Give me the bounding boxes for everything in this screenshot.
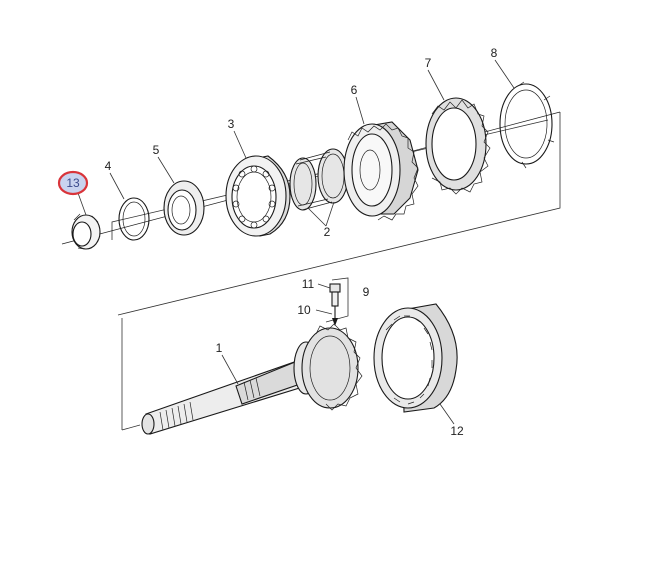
callout-2[interactable]: 2 — [324, 225, 331, 239]
part-2-needle-bearings[interactable] — [289, 148, 349, 211]
callout-9[interactable]: 9 — [363, 285, 370, 299]
leader-2 — [307, 201, 335, 227]
part-4-thin-ring[interactable] — [118, 197, 150, 241]
part-11-bolt[interactable] — [329, 283, 341, 307]
leader-4 — [109, 172, 125, 200]
part-10-pin[interactable] — [332, 306, 338, 326]
leader-3 — [233, 130, 247, 159]
part-13-ring-nut[interactable] — [71, 213, 101, 250]
part-5-seal[interactable] — [163, 180, 205, 236]
callout-13-highlight — [57, 170, 89, 196]
callout-12[interactable]: 12 — [450, 424, 464, 438]
leader-7 — [427, 69, 445, 101]
part-3-bearing[interactable] — [225, 155, 291, 237]
leader-8 — [494, 59, 515, 89]
callout-13[interactable]: 13 — [66, 176, 80, 190]
part-12-sleeve[interactable] — [373, 303, 458, 413]
callout-11[interactable]: 11 — [302, 277, 315, 291]
part-8-flat-ring[interactable] — [499, 81, 555, 169]
callout-4[interactable]: 4 — [105, 159, 112, 173]
part-6-gear[interactable] — [343, 121, 419, 221]
callout-5[interactable]: 5 — [153, 143, 160, 157]
leader-5 — [157, 156, 175, 184]
callout-8[interactable]: 8 — [491, 46, 498, 60]
leader-12 — [439, 403, 455, 425]
leader-1 — [221, 354, 239, 385]
callout-3[interactable]: 3 — [228, 117, 235, 131]
callout-1[interactable]: 1 — [216, 341, 223, 355]
callout-6[interactable]: 6 — [351, 83, 358, 97]
part-7-synchro-ring[interactable] — [425, 97, 491, 195]
callout-7[interactable]: 7 — [425, 56, 432, 70]
callout-10[interactable]: 10 — [297, 303, 311, 317]
lower-assembly-frame — [121, 318, 141, 431]
leader-6 — [355, 96, 365, 125]
leader-13 — [77, 192, 87, 216]
part-1-main-shaft[interactable] — [141, 323, 363, 435]
leader-10 — [315, 309, 333, 315]
leader-11 — [317, 283, 331, 289]
